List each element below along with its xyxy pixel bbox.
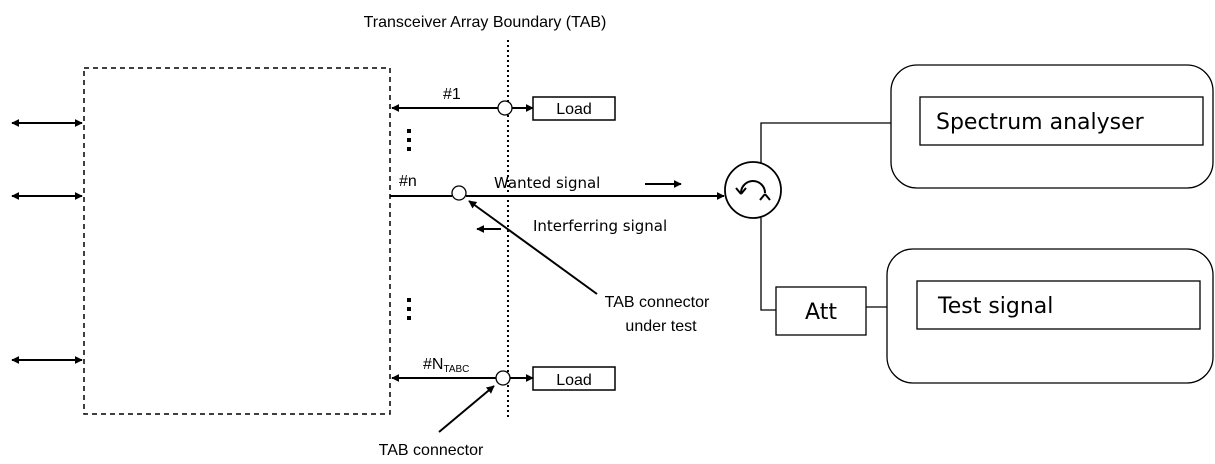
port-n-connector [451, 185, 467, 201]
port-last-subscript: TABC [443, 364, 469, 375]
load-label-bottom: Load [556, 372, 592, 389]
attenuator-connection [760, 218, 776, 311]
attenuator-box [775, 286, 867, 336]
load-label-top: Load [556, 101, 592, 118]
under-test-callout-arrow [468, 200, 598, 295]
attenuator-label: Att [805, 300, 837, 325]
ellipsis-dots-top [407, 129, 411, 151]
port-last-prefix: #N [423, 356, 443, 373]
circulator [724, 161, 782, 219]
diagram-title: Transceiver Array Boundary (TAB) [364, 14, 607, 31]
port-1-connector [497, 100, 513, 116]
port-n-label: #n [399, 173, 417, 190]
port-1-label: #1 [443, 86, 461, 103]
load-box-bottom [532, 366, 616, 391]
analyser-connection [760, 122, 891, 164]
load-box-top [532, 96, 616, 121]
test-signal-label: Test signal [937, 294, 1053, 319]
circulator-rotation-icon [735, 180, 771, 201]
under-test-label-line1: TAB connector [605, 294, 710, 311]
connector-callout-arrow [438, 385, 495, 433]
spectrum-analyser-label: Spectrum analyser [936, 110, 1145, 135]
under-test-label-line2: under test [625, 318, 697, 335]
interfering-signal-label: Interferring signal [533, 217, 667, 235]
port-last-label: #NTABC [423, 356, 469, 375]
connector-label: TAB connector [379, 442, 484, 459]
port-last-connector [495, 370, 511, 386]
ellipsis-dots-bottom [407, 298, 411, 320]
base-station-box [83, 67, 391, 415]
signal-generator-display [916, 280, 1201, 330]
wanted-signal-label: Wanted signal [494, 174, 600, 192]
spectrum-analyser-display [919, 96, 1204, 146]
